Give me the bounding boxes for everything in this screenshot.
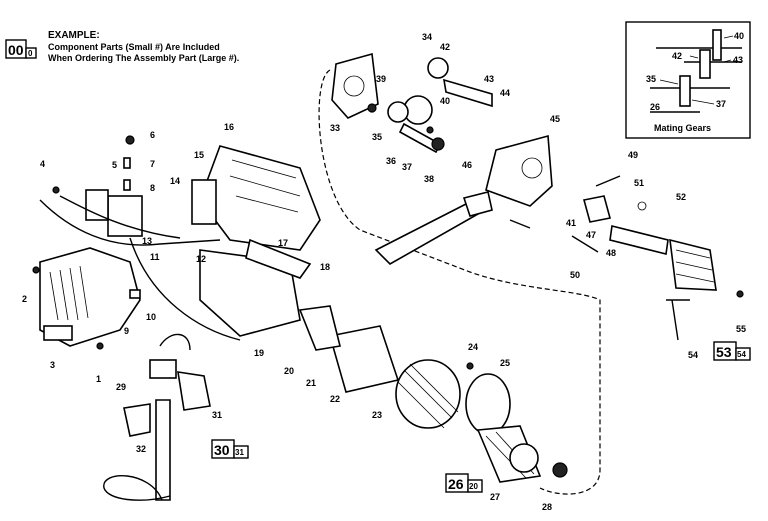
- callout-6: 6: [150, 130, 155, 140]
- callout-25: 25: [500, 358, 510, 368]
- callout-48: 48: [606, 248, 616, 258]
- callout-35: 35: [372, 132, 382, 142]
- lead-wires: [129, 237, 241, 341]
- field-assembly: [298, 305, 461, 429]
- assembly-number-30: 30 31: [211, 439, 249, 459]
- assembly-number-26: 26 20: [445, 473, 483, 493]
- inset-label-42: 42: [672, 51, 682, 61]
- callout-8: 8: [150, 183, 155, 193]
- switch-assembly: [39, 189, 221, 246]
- callout-16: 16: [224, 122, 234, 132]
- assembly-26-small: 20: [469, 482, 478, 491]
- example-legend: 00 0 EXAMPLE: Component Parts (Small #) …: [5, 30, 239, 63]
- armature-assembly: [465, 362, 568, 483]
- callout-2: 2: [22, 294, 27, 304]
- assembly-30-big: 30: [214, 442, 230, 458]
- small-parts-left: [32, 135, 141, 350]
- callout-54: 54: [688, 350, 698, 360]
- callout-1: 1: [96, 374, 101, 384]
- gear-housing: [485, 134, 744, 341]
- callout-47: 47: [586, 230, 596, 240]
- callout-38: 38: [424, 174, 434, 184]
- callout-55: 55: [736, 324, 746, 334]
- assembly-53-small: 54: [737, 350, 746, 359]
- cord-assembly: [103, 359, 211, 501]
- callout-17: 17: [278, 238, 288, 248]
- callout-52: 52: [676, 192, 686, 202]
- inset-label-37: 37: [716, 99, 726, 109]
- callout-42: 42: [440, 42, 450, 52]
- inset-label-35: 35: [646, 74, 656, 84]
- gear-case-assembly: [331, 52, 493, 154]
- callout-19: 19: [254, 348, 264, 358]
- callout-28: 28: [542, 502, 552, 512]
- example-small-number: 0: [28, 49, 33, 58]
- callout-24: 24: [468, 342, 478, 352]
- callout-18: 18: [320, 262, 330, 272]
- callout-43: 43: [484, 74, 494, 84]
- example-big-number: 00: [8, 42, 24, 58]
- callout-10: 10: [146, 312, 156, 322]
- example-line-2: When Ordering The Assembly Part (Large #…: [48, 53, 239, 63]
- callout-49: 49: [628, 150, 638, 160]
- callout-9: 9: [124, 326, 129, 336]
- motor-housing: [191, 145, 321, 337]
- callout-23: 23: [372, 410, 382, 420]
- inset-label-40: 40: [734, 31, 744, 41]
- callout-51: 51: [634, 178, 644, 188]
- callout-31: 31: [212, 410, 222, 420]
- callout-5: 5: [112, 160, 117, 170]
- callout-14: 14: [170, 176, 180, 186]
- callout-15: 15: [194, 150, 204, 160]
- inset-label-43: 43: [733, 55, 743, 65]
- callout-36: 36: [386, 156, 396, 166]
- callout-4: 4: [40, 159, 45, 169]
- example-line-1: Component Parts (Small #) Are Included: [48, 42, 220, 52]
- callout-13: 13: [142, 236, 152, 246]
- callout-34-top: 34: [422, 32, 432, 42]
- callout-27: 27: [490, 492, 500, 502]
- callout-44: 44: [500, 88, 510, 98]
- handle-housing: [39, 247, 141, 347]
- callout-20: 20: [284, 366, 294, 376]
- callout-50: 50: [570, 270, 580, 280]
- callout-41: 41: [566, 218, 576, 228]
- callout-7: 7: [150, 159, 155, 169]
- assembly-26-big: 26: [448, 476, 464, 492]
- inset-caption: Mating Gears: [654, 123, 711, 133]
- callout-46: 46: [462, 160, 472, 170]
- brush-spring: [159, 333, 191, 351]
- example-small-box: [25, 47, 37, 59]
- callout-40: 40: [440, 96, 450, 106]
- callout-45: 45: [550, 114, 560, 124]
- callout-37: 37: [402, 162, 412, 172]
- callout-12: 12: [196, 254, 206, 264]
- callout-39: 39: [376, 74, 386, 84]
- assembly-53-big: 53: [716, 344, 732, 360]
- callout-labels: 1 2 3 4 5 6 7 8 9 10 11 12 13 14 15 16 1…: [22, 32, 746, 512]
- callout-3: 3: [50, 360, 55, 370]
- inset-label-26: 26: [650, 102, 660, 112]
- callout-22: 22: [330, 394, 340, 404]
- example-title: EXAMPLE:: [48, 30, 100, 41]
- callout-32: 32: [136, 444, 146, 454]
- mating-gears-inset: 40 42 43 35 37 26 Mating Gears: [625, 21, 751, 139]
- side-handle: [374, 191, 493, 265]
- assembly-number-53: 53 54: [713, 341, 751, 361]
- callout-29: 29: [116, 382, 126, 392]
- callout-11: 11: [150, 252, 160, 262]
- assembly-guide-path: [318, 69, 601, 495]
- callout-21: 21: [306, 378, 316, 388]
- callout-33: 33: [330, 123, 340, 133]
- assembly-30-small: 31: [235, 448, 244, 457]
